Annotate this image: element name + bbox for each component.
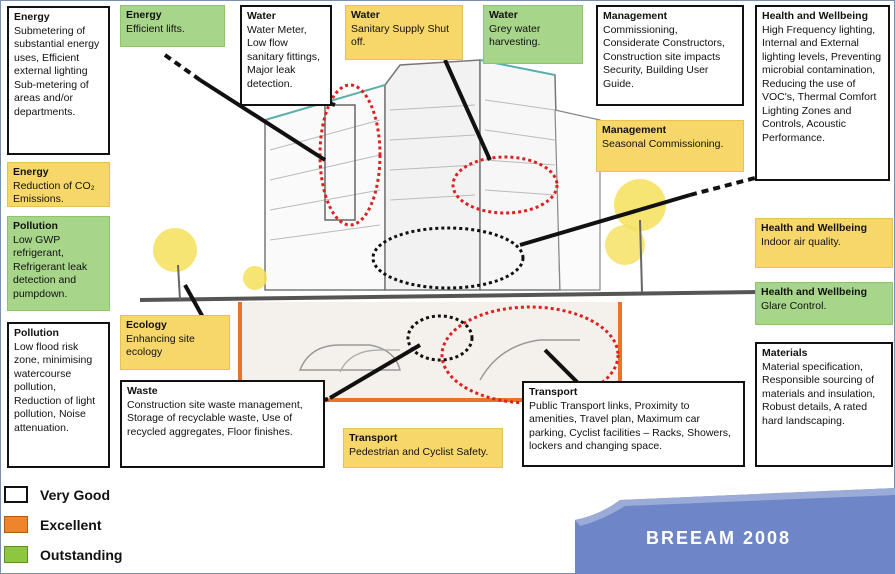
box-title: Materials [762,347,808,359]
box-energy-co2: Energy Reduction of CO₂ Emissions. [7,162,110,207]
box-title: Waste [127,385,158,397]
tree-left-small [243,266,267,290]
car-sketch [339,349,400,373]
box-pollution-gwp: Pollution Low GWP refrigerant, Refrigera… [7,216,110,311]
legend-swatch [4,516,28,533]
box-energy-lifts: Energy Efficient lifts. [120,5,225,47]
box-text: Commissioning, Considerate Constructors,… [603,23,725,90]
box-text: Sanitary Supply Shut off. [351,22,450,49]
box-title: Energy [13,166,49,178]
box-ecology: Ecology Enhancing site ecology [120,315,230,370]
highlight-plant-ellipse [371,226,525,290]
car-sketch [298,344,401,371]
box-transport-pedestrian: Transport Pedestrian and Cyclist Safety. [343,428,503,468]
legend-label: Very Good [40,486,111,503]
box-management-seasonal: Management Seasonal Commissioning. [596,120,744,172]
box-health-glare: Health and Wellbeing Glare Control. [755,282,893,325]
legend-label: Outstanding [40,546,123,563]
box-text: Indoor air quality. [761,235,841,248]
lift-shaft [324,104,356,221]
box-title: Pollution [14,327,59,339]
box-text: High Frequency lighting, Internal and Ex… [762,23,882,144]
box-text: Material specification, Responsible sour… [762,360,876,427]
box-materials: Materials Material specification, Respon… [755,342,893,467]
box-text: Pedestrian and Cyclist Safety. [349,445,489,458]
box-title: Transport [349,432,398,444]
box-title: Health and Wellbeing [762,10,868,22]
box-energy-submetering: Energy Submetering of substantial energy… [7,6,110,155]
highlight-sanitary-ellipse [451,155,559,215]
legend-swatch [4,546,28,563]
leader-management [689,176,756,197]
box-waste: Waste Construction site waste management… [120,380,325,468]
box-pollution-flood: Pollution Low flood risk zone, minimisin… [7,322,110,468]
box-water-meter: Water Water Meter, Low flow sanitary fit… [240,5,332,106]
box-title: Water [247,10,276,22]
leader-management [519,193,691,247]
box-title: Energy [126,9,162,21]
building-annex [554,109,601,291]
box-title: Management [602,124,667,136]
box-text: Water Meter, Low flow sanitary fittings,… [247,23,320,90]
box-title: Pollution [13,220,58,232]
box-title: Water [489,9,518,21]
breeam-banner-shape [575,488,895,574]
box-title: Water [351,9,380,21]
box-text: Submetering of substantial energy uses, … [14,24,100,118]
box-text: Construction site waste management, Stor… [127,398,303,438]
breeam-banner-shadow [575,488,895,526]
box-title: Health and Wellbeing [761,286,867,298]
ground-line [139,290,761,302]
box-title: Ecology [126,319,167,331]
legend-label: Excellent [40,516,102,533]
tree-left [153,228,197,301]
building-core [384,59,481,291]
box-transport-public: Transport Public Transport links, Proxim… [522,381,745,467]
leader-waste [328,343,422,400]
box-text: Enhancing site ecology [126,332,195,359]
box-text: Low flood risk zone, minimising watercou… [14,340,96,434]
box-water-grey: Water Grey water harvesting. [483,5,583,64]
legend-very-good: Very Good [4,486,110,503]
box-water-sanitary: Water Sanitary Supply Shut off. [345,5,463,60]
legend-excellent: Excellent [4,516,101,533]
leader-lifts [163,53,202,82]
legend-outstanding: Outstanding [4,546,122,563]
box-title: Energy [14,11,50,23]
tree-right [605,179,666,293]
box-text: Grey water harvesting. [489,22,541,49]
box-text: Efficient lifts. [126,22,185,35]
box-health-air: Health and Wellbeing Indoor air quality. [755,218,893,268]
box-text: Low GWP refrigerant, Refrigerant leak de… [13,233,88,300]
leader-sanitary [443,59,492,161]
box-title: Transport [529,386,578,398]
building-right-wing [479,59,561,291]
box-text: Glare Control. [761,299,827,312]
box-management-commissioning: Management Commissioning, Considerate Co… [596,5,744,106]
box-text: Reduction of CO₂ Emissions. [13,179,95,206]
car-sketch [479,339,580,381]
legend-swatch [4,486,28,503]
box-title: Management [603,10,668,22]
box-health-lighting: Health and Wellbeing High Frequency ligh… [755,5,890,181]
leader-transport [543,348,582,387]
breeam-banner-title: BREEAM 2008 [646,528,792,548]
box-text: Seasonal Commissioning. [602,137,724,150]
highlight-bins-ellipse [406,314,474,362]
leader-lifts [198,78,327,162]
box-text: Public Transport links, Proximity to ame… [529,399,731,453]
box-title: Health and Wellbeing [761,222,867,234]
